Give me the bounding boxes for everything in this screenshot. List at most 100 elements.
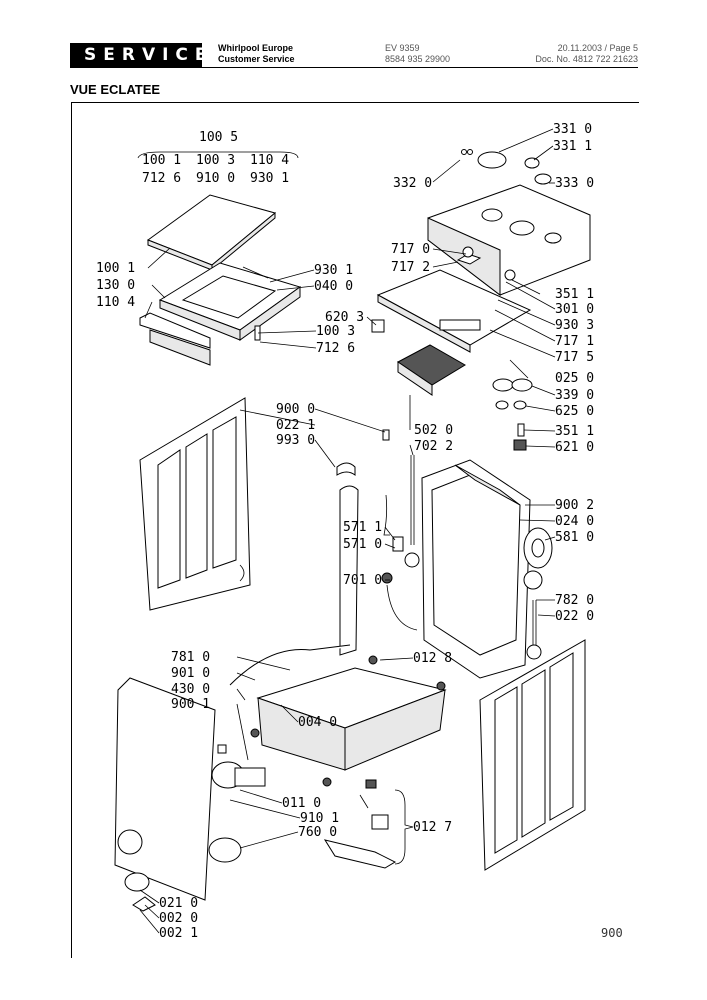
circuit-board-drawing bbox=[397, 344, 466, 396]
part-339-drawing bbox=[492, 378, 514, 392]
label-9930: 993 0 bbox=[276, 433, 315, 448]
label-7820: 782 0 bbox=[555, 593, 594, 608]
page-code: 900 bbox=[601, 926, 623, 940]
label-9301: 930 1 bbox=[314, 263, 353, 278]
label-4300: 430 0 bbox=[171, 682, 210, 697]
leader-lines bbox=[139, 128, 556, 934]
diagram-frame bbox=[71, 102, 639, 958]
part-625b-drawing bbox=[513, 400, 527, 410]
label-7600: 760 0 bbox=[298, 825, 337, 840]
doc-number: Doc. No. 4812 722 21623 bbox=[535, 54, 638, 64]
caster-drawing bbox=[323, 779, 397, 869]
group-label-r2-1: 712 6 bbox=[142, 171, 181, 186]
front-panel-drawing bbox=[114, 677, 216, 901]
date-page: 20.11.2003 / Page 5 bbox=[557, 43, 638, 53]
led-b-drawing bbox=[467, 149, 473, 155]
knob-large-drawing bbox=[477, 151, 507, 169]
label-6210: 621 0 bbox=[555, 440, 594, 455]
header-rule bbox=[70, 67, 638, 68]
part-351-drawing bbox=[517, 423, 525, 437]
hose-571-drawing bbox=[383, 494, 390, 536]
label-9001: 900 1 bbox=[171, 697, 210, 712]
group-brace bbox=[137, 151, 299, 159]
label-5710: 571 0 bbox=[343, 537, 382, 552]
label-1300: 130 0 bbox=[96, 278, 135, 293]
label-3511: 351 1 bbox=[555, 287, 594, 302]
label-6203: 620 3 bbox=[325, 310, 364, 325]
label-7010: 701 0 bbox=[343, 573, 382, 588]
foot-7022-drawing bbox=[404, 552, 420, 568]
label-1104: 110 4 bbox=[96, 295, 135, 310]
label-3511-b: 351 1 bbox=[555, 424, 594, 439]
label-0110: 011 0 bbox=[282, 796, 321, 811]
group-label-top: 100 5 bbox=[199, 130, 238, 145]
label-9010: 901 0 bbox=[171, 666, 210, 681]
label-1001: 100 1 bbox=[96, 261, 135, 276]
label-9000: 900 0 bbox=[276, 402, 315, 417]
part-5711-drawing bbox=[392, 536, 404, 552]
label-9303: 930 3 bbox=[555, 318, 594, 333]
clip-002-drawing bbox=[132, 896, 156, 912]
part-339b-drawing bbox=[511, 378, 533, 392]
label-5020: 502 0 bbox=[414, 423, 453, 438]
label-0127: 012 7 bbox=[413, 820, 452, 835]
label-7170: 717 0 bbox=[391, 242, 430, 257]
hose-701-drawing bbox=[386, 584, 418, 631]
part-7170-drawing bbox=[462, 246, 474, 258]
label-0021: 002 1 bbox=[159, 926, 198, 941]
label-7175: 717 5 bbox=[555, 350, 594, 365]
pump-drawing bbox=[211, 744, 266, 789]
label-0400: 040 0 bbox=[314, 279, 353, 294]
label-0250: 025 0 bbox=[555, 371, 594, 386]
top-frame-drawing bbox=[158, 262, 302, 341]
base-frame-drawing bbox=[250, 655, 447, 787]
header-doc: 20.11.2003 / Page 5 Doc. No. 4812 722 21… bbox=[535, 43, 638, 65]
hose-781-drawing bbox=[229, 644, 351, 686]
top-lid-drawing bbox=[146, 194, 277, 272]
label-7172: 717 2 bbox=[391, 260, 430, 275]
module-bracket-drawing bbox=[371, 269, 532, 353]
label-3310: 331 0 bbox=[553, 122, 592, 137]
label-6250: 625 0 bbox=[555, 404, 594, 419]
cap-021-drawing bbox=[124, 872, 150, 892]
part-621-drawing bbox=[513, 439, 527, 451]
hose-993-drawing bbox=[336, 462, 356, 476]
label-0220: 022 0 bbox=[555, 609, 594, 624]
company-line-2: Customer Service bbox=[218, 54, 295, 64]
label-3311: 331 1 bbox=[553, 139, 592, 154]
label-7171: 717 1 bbox=[555, 334, 594, 349]
model-code: 8584 935 29900 bbox=[385, 54, 451, 64]
knob-small-drawing bbox=[524, 157, 540, 169]
label-5810: 581 0 bbox=[555, 530, 594, 545]
label-0210: 021 0 bbox=[159, 896, 198, 911]
right-side-panel-drawing bbox=[479, 639, 586, 871]
label-1003: 100 3 bbox=[316, 324, 355, 339]
part-9000-drawing bbox=[382, 429, 390, 441]
left-side-panel-drawing bbox=[139, 397, 251, 611]
label-0040: 004 0 bbox=[298, 715, 337, 730]
label-0221: 022 1 bbox=[276, 418, 315, 433]
group-label-r1-3: 110 4 bbox=[250, 153, 289, 168]
group-label-r1-2: 100 3 bbox=[196, 153, 235, 168]
rod-drawing bbox=[242, 266, 269, 279]
label-9101: 910 1 bbox=[300, 811, 339, 826]
label-0240: 024 0 bbox=[555, 514, 594, 529]
led-a-drawing bbox=[461, 149, 467, 155]
label-0128: 012 8 bbox=[413, 651, 452, 666]
label-0020: 002 0 bbox=[159, 911, 198, 926]
part-7010-drawing bbox=[381, 572, 393, 584]
label-3010: 301 0 bbox=[555, 302, 594, 317]
label-3330: 333 0 bbox=[555, 176, 594, 191]
section-title: VUE ECLATEE bbox=[70, 82, 161, 97]
label-3390: 339 0 bbox=[555, 388, 594, 403]
header-company: Whirlpool Europe Customer Service bbox=[218, 43, 295, 65]
label-7022: 702 2 bbox=[414, 439, 453, 454]
model-name: EV 9359 bbox=[385, 43, 420, 53]
label-5711: 571 1 bbox=[343, 520, 382, 535]
knob-333-drawing bbox=[534, 173, 552, 185]
company-line-1: Whirlpool Europe bbox=[218, 43, 293, 53]
pulley-drawing bbox=[523, 527, 553, 590]
filter-760-drawing bbox=[208, 837, 242, 863]
part-625-drawing bbox=[495, 400, 509, 410]
